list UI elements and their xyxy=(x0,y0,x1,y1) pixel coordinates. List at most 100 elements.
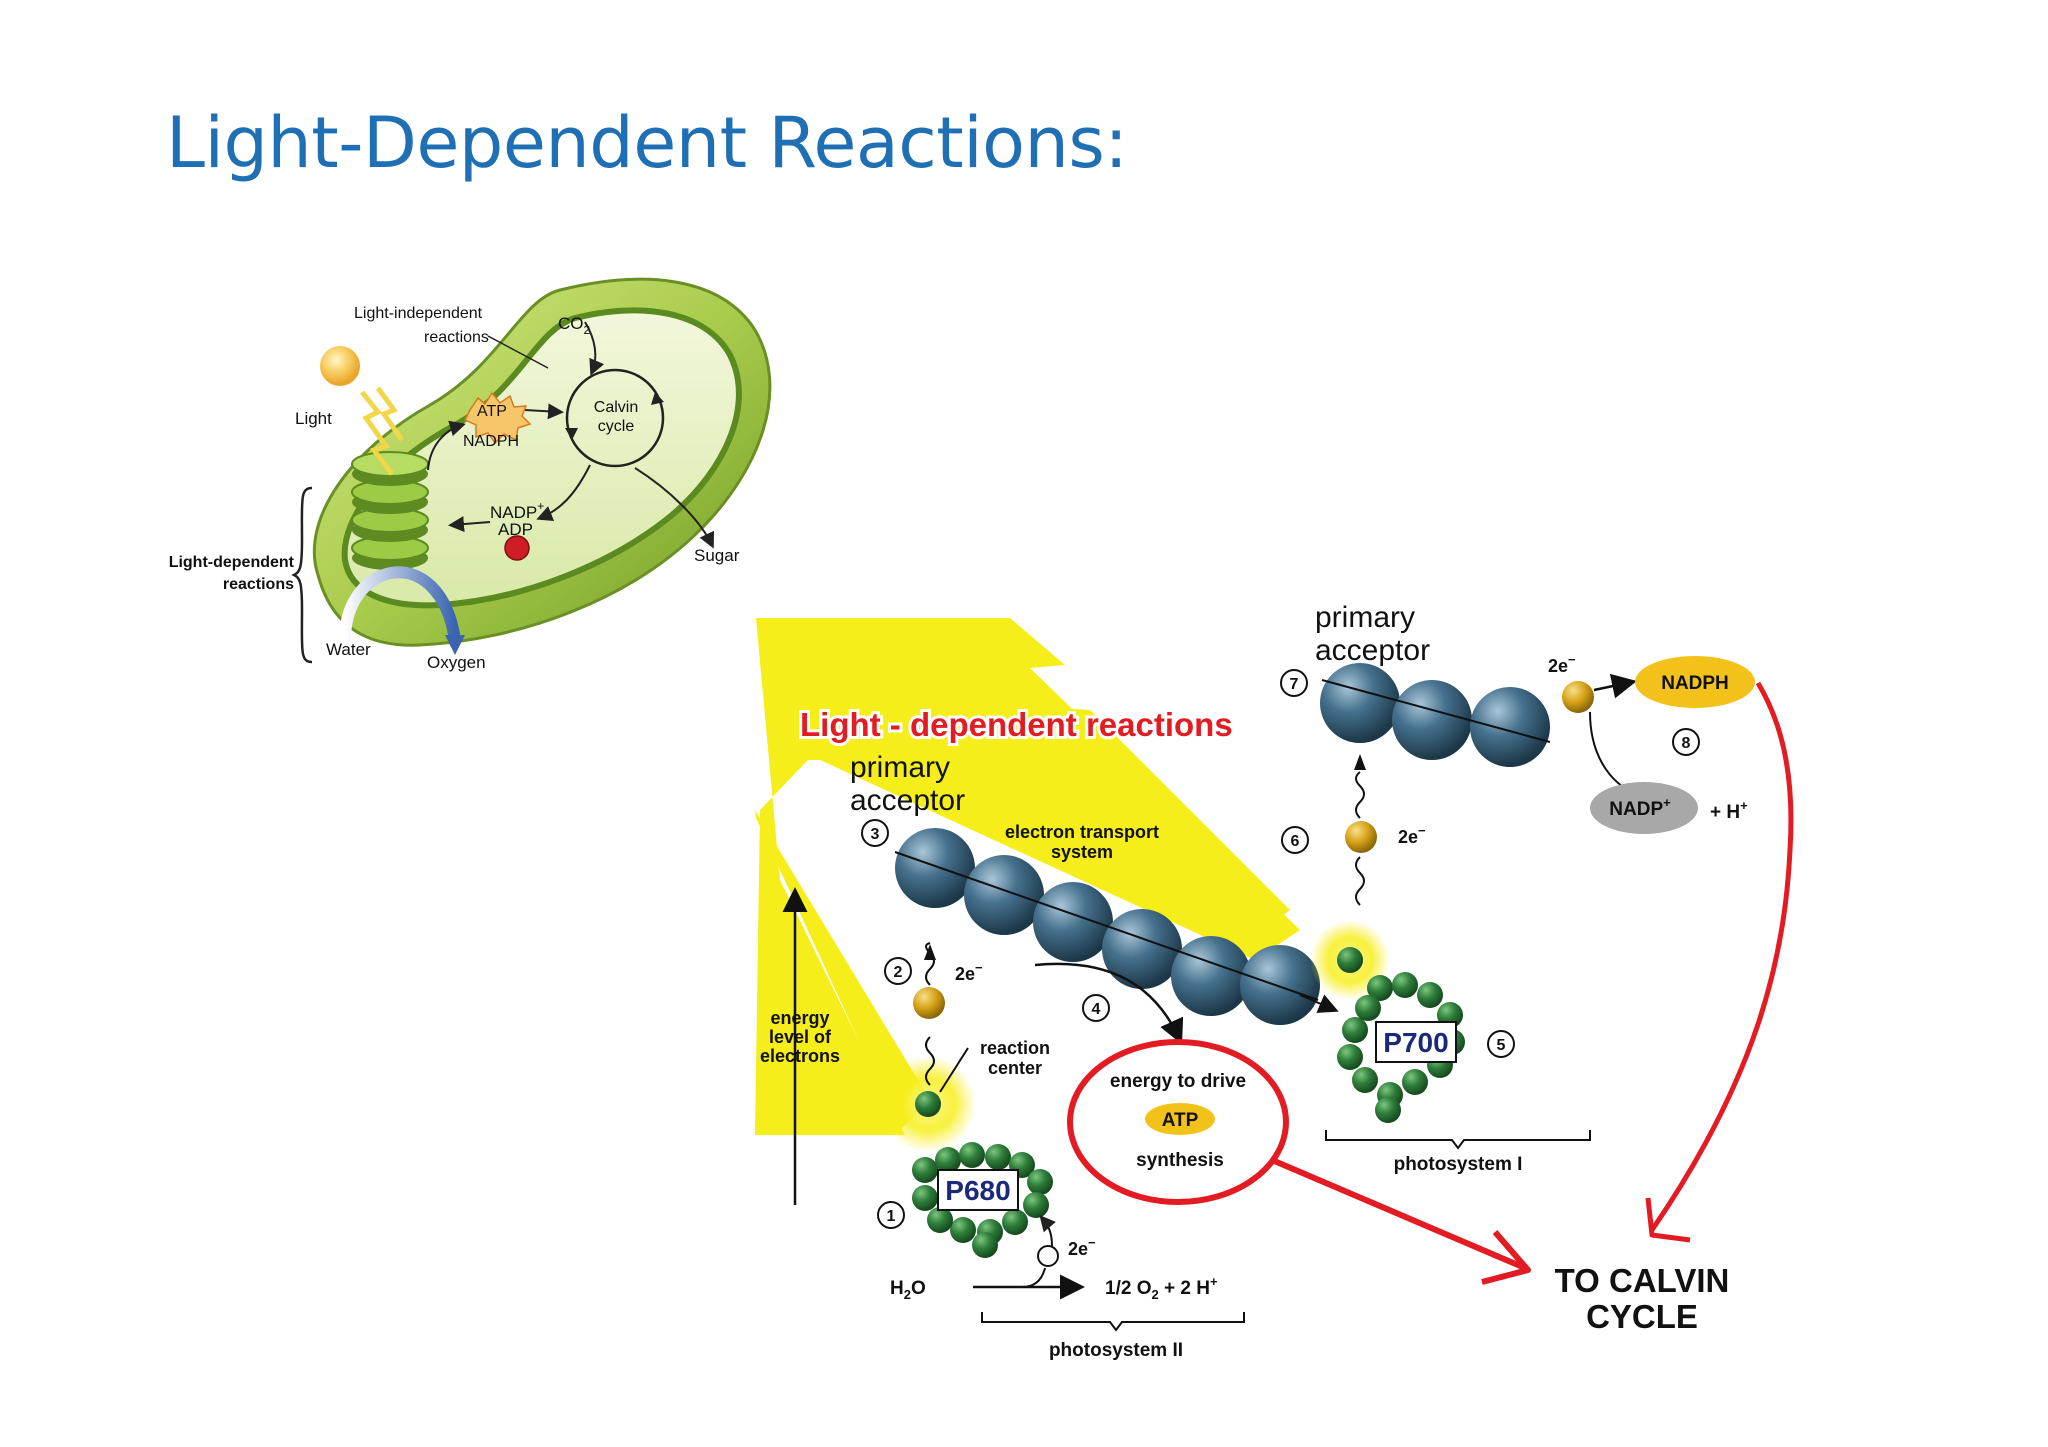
water-electron-icon xyxy=(1037,1245,1059,1267)
thylakoid-to-atp-arrow xyxy=(427,420,466,471)
label-calvin-2: cycle xyxy=(598,418,635,435)
light-ray-icon xyxy=(360,390,394,476)
p700-label-box xyxy=(1375,1021,1457,1063)
light-independent-pointer xyxy=(487,335,549,369)
label-primary-acceptor-ps1-1: primary xyxy=(1315,601,1415,634)
label-nadp: NADP+ xyxy=(490,499,544,522)
svg-text:6: 6 xyxy=(1291,833,1300,850)
atp-synthesis-highlight xyxy=(1067,1039,1289,1205)
nadp-badge xyxy=(1590,782,1698,834)
label-photosystem1: photosystem I xyxy=(1394,1154,1523,1175)
label-light-independent-1: Light-independent xyxy=(354,305,483,322)
z-scheme-diagram: Light - dependent reactions energy level… xyxy=(755,601,1794,1361)
label-calvin-1: Calvin xyxy=(594,399,638,416)
atp-to-calvin-arrowhead xyxy=(1481,1230,1531,1285)
svg-text:4: 4 xyxy=(1092,1001,1101,1018)
label-nadph: NADPH xyxy=(463,433,519,450)
label-energy-2: level of xyxy=(769,1027,832,1047)
light-ray-band xyxy=(930,700,1290,940)
step-marker-2: 2 xyxy=(884,957,912,985)
electron-excitation-wave-ps2 xyxy=(925,942,935,1086)
step-marker-8: 8 xyxy=(1672,728,1700,756)
atp-to-calvin-red-arrow xyxy=(1270,1157,1527,1271)
label-reaction-center-2: center xyxy=(988,1058,1042,1078)
electron-excitation-wave-ps1 xyxy=(1355,771,1365,906)
calvin-to-nadp-arrow xyxy=(536,464,591,521)
svg-text:2: 2 xyxy=(894,964,903,981)
label-light: Light xyxy=(295,409,332,428)
nadph-to-calvin-arrowhead xyxy=(1645,1197,1691,1243)
label-co2: CO2 xyxy=(558,314,591,337)
label-photosystem2: photosystem II xyxy=(1049,1340,1183,1361)
water-to-oxygen-arrow xyxy=(339,566,461,646)
nadp-to-thylakoid-arrow xyxy=(448,516,491,533)
label-p680: P680 xyxy=(945,1175,1010,1206)
reaction-center-ps2 xyxy=(915,1091,941,1117)
reaction-center-ps1 xyxy=(1337,947,1363,973)
water-electron-curve xyxy=(1021,1267,1046,1288)
label-light-dependent-1: Light-dependent xyxy=(169,554,295,571)
electron-transport-chain xyxy=(894,828,1320,1025)
label-p700: P700 xyxy=(1383,1027,1448,1058)
step-marker-4: 4 xyxy=(1082,994,1110,1022)
electron-to-nadph-arrow xyxy=(1593,673,1637,699)
label-nadph: NADPH xyxy=(1661,673,1729,694)
co2-arrow xyxy=(584,321,605,376)
label-primary-acceptor-ps2-1: primary xyxy=(850,751,950,784)
label-energy-1: energy xyxy=(770,1008,829,1028)
label-energy-to-drive: energy to drive xyxy=(1110,1071,1246,1092)
step-marker-3: 3 xyxy=(861,819,889,847)
photosystem2-bracket xyxy=(981,1312,1245,1332)
label-light-independent-2: reactions xyxy=(424,329,489,346)
page-title: Light-Dependent Reactions: xyxy=(166,102,1128,184)
label-h-plus: + H+ xyxy=(1710,798,1748,823)
energy-to-atp-arrow xyxy=(1034,962,1184,1045)
label-primary-acceptor-ps2-2: acceptor xyxy=(850,784,965,817)
ets-to-p700-arrow xyxy=(1299,994,1339,1013)
nadp-to-nadph-curve xyxy=(1589,711,1641,796)
excited-electron-ps1 xyxy=(1345,821,1377,853)
step-marker-5: 5 xyxy=(1487,1030,1515,1058)
calvin-cycle-circle xyxy=(565,368,665,468)
light-dependent-bracket xyxy=(291,486,313,664)
label-ets-2: system xyxy=(1051,842,1113,862)
adp-molecule-icon xyxy=(504,535,530,561)
label-reaction-center-1: reaction xyxy=(980,1038,1050,1058)
electron-to-nadp xyxy=(1562,681,1594,713)
label-atp-badge: ATP xyxy=(1162,1110,1199,1131)
p680-label-box xyxy=(937,1169,1019,1211)
label-sugar: Sugar xyxy=(694,546,740,565)
light-dependent-banner: Light - dependent reactions xyxy=(800,706,1233,743)
nadph-to-calvin-red-arrow xyxy=(1649,681,1794,1232)
label-synthesis: synthesis xyxy=(1136,1150,1224,1171)
reaction-center-pointer xyxy=(939,1047,969,1093)
sugar-arrow xyxy=(634,467,715,549)
svg-text:1: 1 xyxy=(887,1208,896,1225)
label-2e-water: 2e− xyxy=(1068,1235,1096,1259)
label-to-calvin-2: CYCLE xyxy=(1586,1298,1698,1335)
label-light-dependent-2: reactions xyxy=(223,576,294,593)
label-half-o2: 1/2 O2 + 2 H+ xyxy=(1105,1274,1218,1302)
ps1-acceptor-chain xyxy=(1320,663,1551,767)
svg-text:7: 7 xyxy=(1290,676,1299,693)
electron-to-p680-arrow xyxy=(1039,1214,1056,1247)
label-2e-ps2: 2e− xyxy=(955,960,983,984)
atp-badge xyxy=(1145,1103,1215,1135)
label-water: Water xyxy=(326,640,371,659)
svg-text:5: 5 xyxy=(1497,1037,1506,1054)
atp-burst-icon xyxy=(463,391,532,445)
label-to-calvin-1: TO CALVIN xyxy=(1555,1262,1730,1299)
label-primary-acceptor-ps1-2: acceptor xyxy=(1315,634,1430,667)
chloroplast-illustration: Light-independent reactions CO2 Light AT… xyxy=(169,277,772,672)
svg-text:8: 8 xyxy=(1682,735,1691,752)
label-h2o: H2O xyxy=(890,1278,926,1302)
label-atp: ATP xyxy=(477,403,507,420)
nadph-badge xyxy=(1635,656,1755,708)
excited-electron-ps2 xyxy=(913,987,945,1019)
light-ray-icon xyxy=(375,386,405,442)
label-adp: ADP xyxy=(498,520,533,539)
step-marker-6: 6 xyxy=(1281,826,1309,854)
label-2e-ps1: 2e− xyxy=(1398,823,1426,847)
label-oxygen: Oxygen xyxy=(427,653,486,672)
